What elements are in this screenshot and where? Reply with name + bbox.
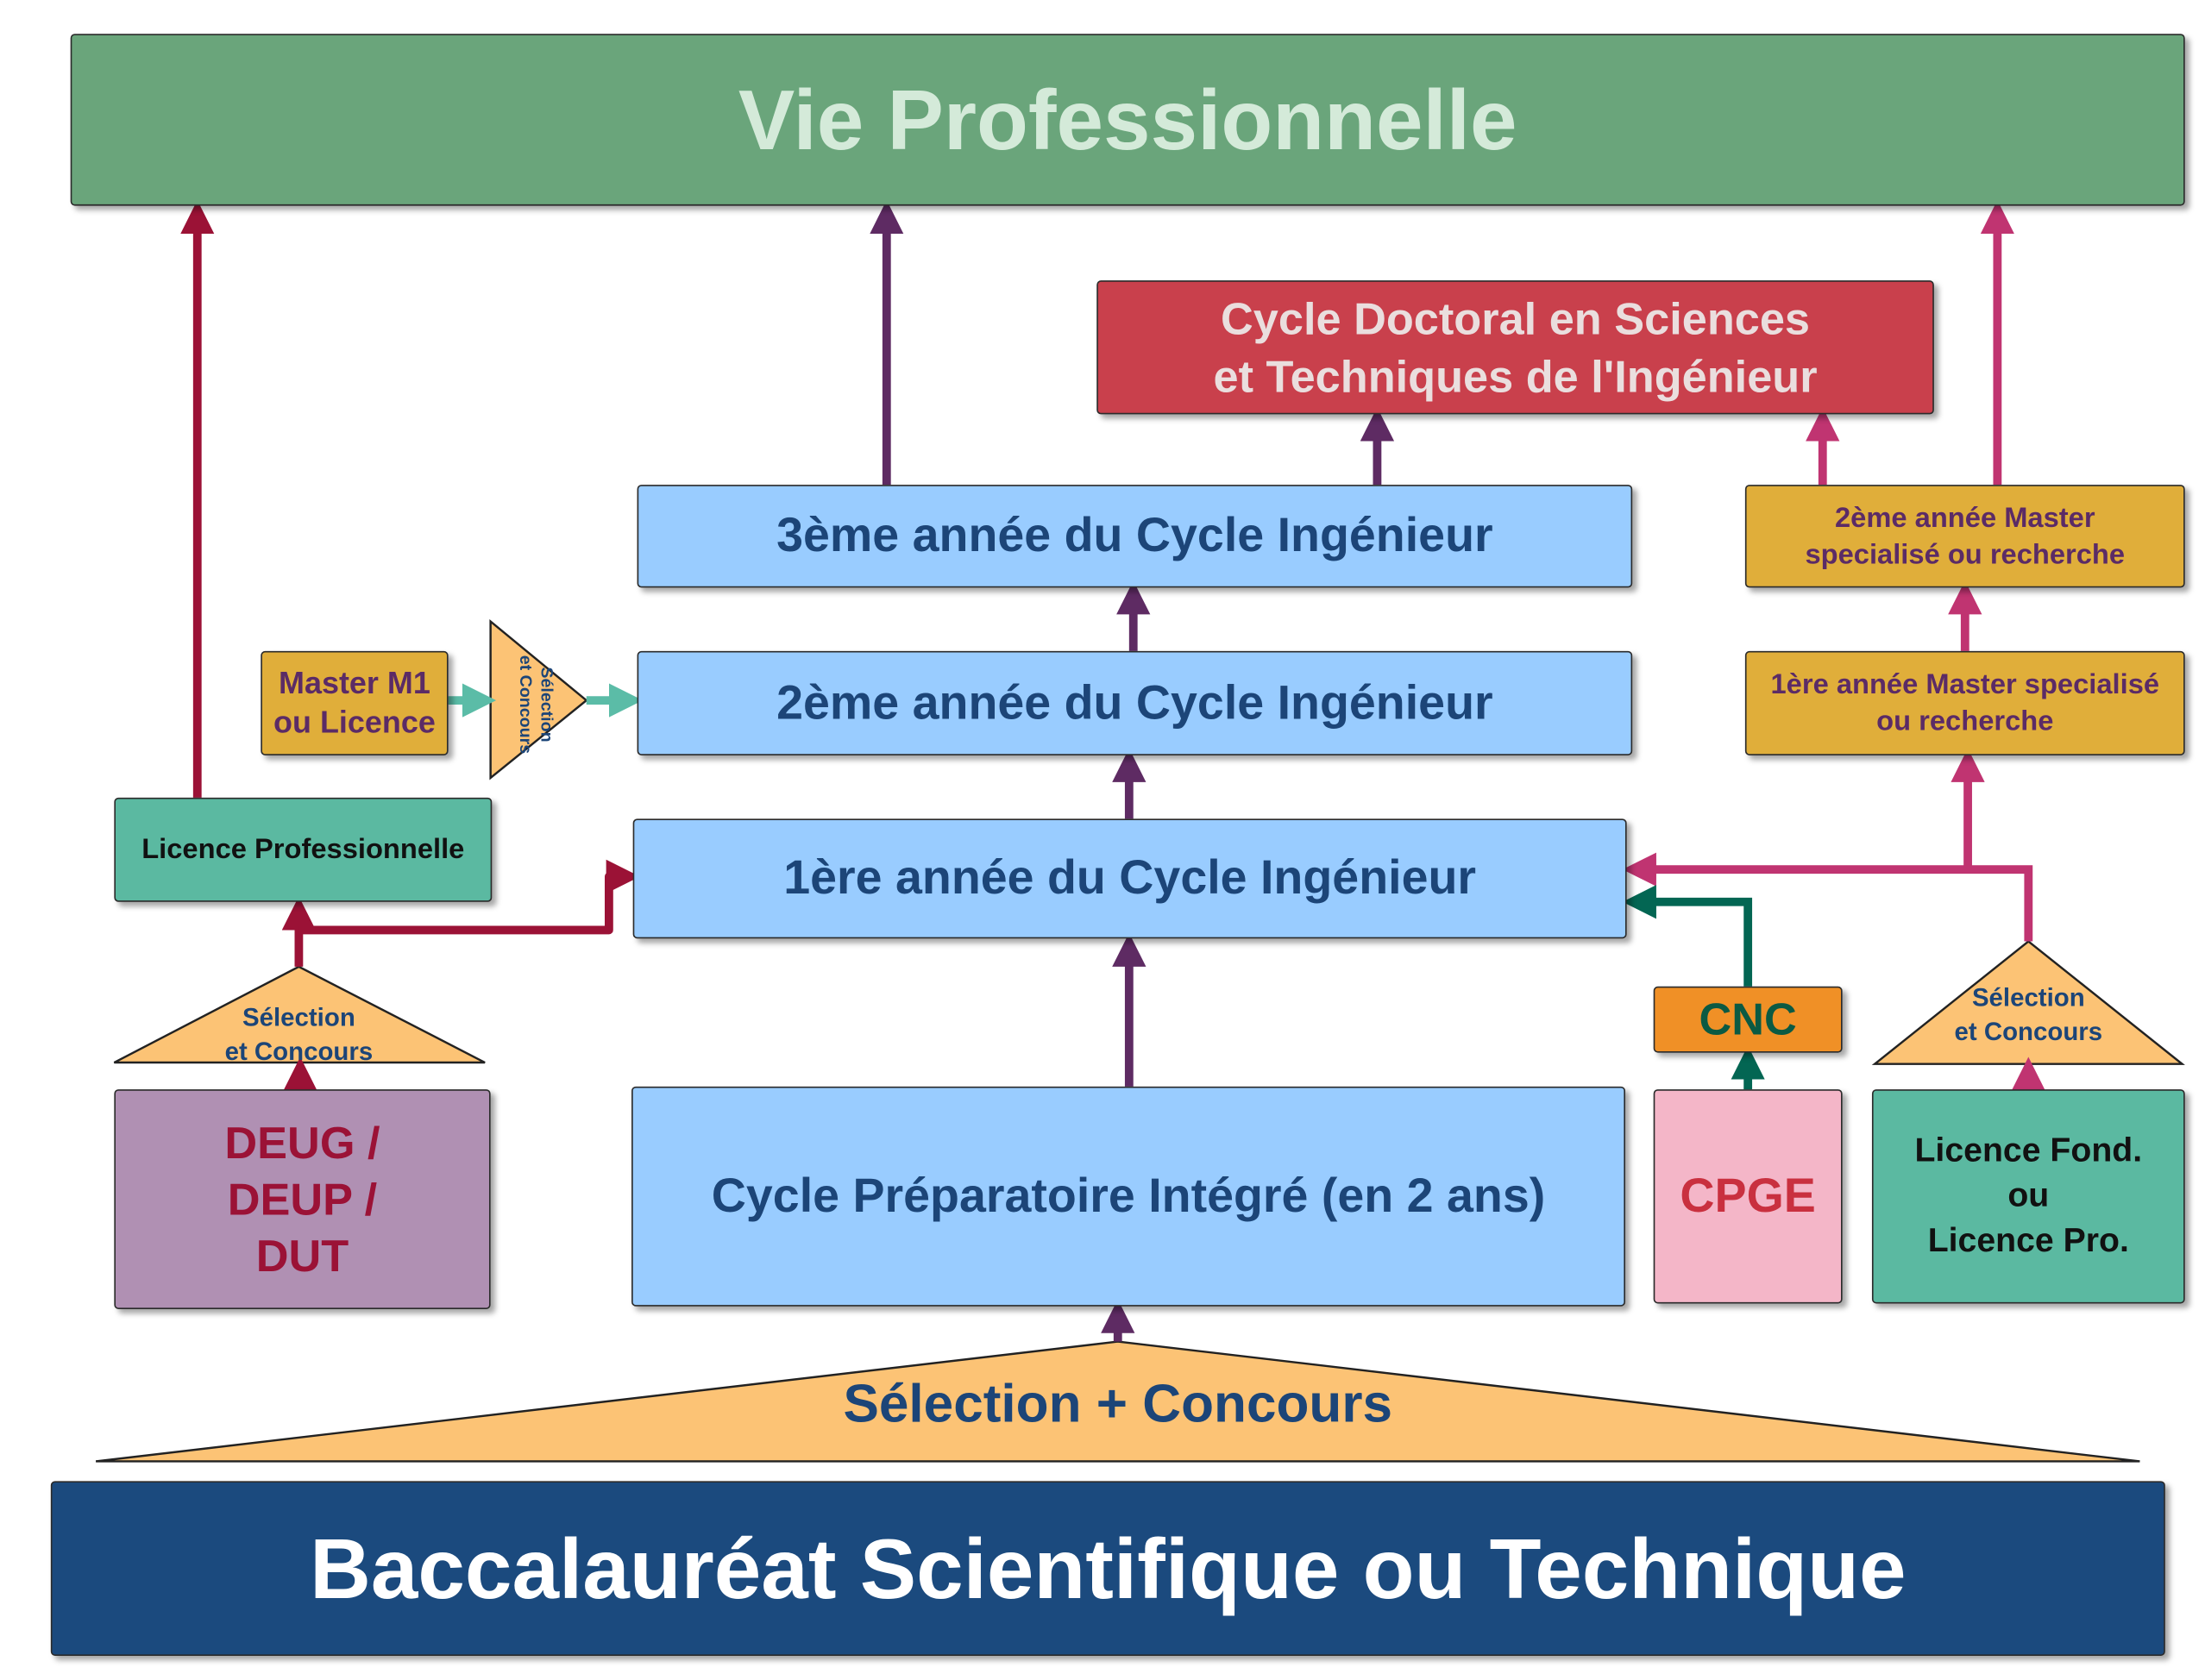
cycle-doctoral-label: Cycle Doctoral en Sciences et Techniques…	[1213, 292, 1818, 401]
master1-label: 1ère année Master specialisé ou recherch…	[1770, 669, 2160, 737]
selection-main-triangle	[95, 1340, 2140, 1463]
deug-label: DEUG / DEUP / DUT	[224, 1117, 380, 1282]
master2-box: 2ème année Master specialisé ou recherch…	[1744, 485, 2185, 588]
cycle2-box: 2ème année du Cycle Ingénieur	[637, 650, 1633, 755]
cnc-box: CNC	[1653, 986, 1843, 1053]
cycle1-label: 1ère année du Cycle Ingénieur	[783, 850, 1477, 906]
vie-professionnelle-label: Vie Professionnelle	[738, 72, 1517, 167]
prepa-box: Cycle Préparatoire Intégré (en 2 ans)	[631, 1086, 1626, 1307]
cpge-box: CPGE	[1653, 1089, 1843, 1304]
deug-box: DEUG / DEUP / DUT	[114, 1089, 491, 1309]
arrow-cnc-to-cycle1	[1622, 885, 1753, 987]
master-m1-label: Master M1 ou Licence	[273, 665, 436, 740]
master1-box: 1ère année Master specialisé ou recherch…	[1744, 650, 2185, 755]
cycle3-box: 3ème année du Cycle Ingénieur	[637, 485, 1633, 588]
selection-left-label: Sélection et Concours	[224, 1003, 374, 1066]
cycle1-box: 1ère année du Cycle Ingénieur	[632, 818, 1627, 939]
selection-rotated-label: Sélection et Concours	[516, 655, 557, 755]
licence-fond-box: Licence Fond. ou Licence Pro.	[1871, 1089, 2185, 1304]
cycle3-label: 3ème année du Cycle Ingénieur	[776, 508, 1493, 562]
arrow-right-selection-to-cycle1	[1622, 852, 2033, 942]
cycle-doctoral-box: Cycle Doctoral en Sciences et Techniques…	[1096, 280, 1934, 415]
baccalaureat-label: Baccalauréat Scientifique ou Technique	[310, 1520, 1907, 1616]
selection-main-label: Sélection + Concours	[843, 1375, 1393, 1435]
cpge-label: CPGE	[1680, 1169, 1816, 1223]
selection-right-label: Sélection et Concours	[1954, 983, 2103, 1046]
master-m1-box: Master M1 ou Licence	[261, 650, 449, 755]
baccalaureat-box: Baccalauréat Scientifique ou Technique	[50, 1481, 2165, 1656]
cycle2-label: 2ème année du Cycle Ingénieur	[776, 675, 1493, 730]
licence-fond-label: Licence Fond. ou Licence Pro.	[1914, 1131, 2143, 1260]
arrow-left-selection-to-cycle1	[298, 859, 640, 935]
licence-professionnelle-box: Licence Professionnelle	[114, 797, 493, 902]
master2-label: 2ème année Master specialisé ou recherch…	[1805, 502, 2126, 570]
cnc-label: CNC	[1699, 993, 1797, 1044]
prepa-label: Cycle Préparatoire Intégré (en 2 ans)	[711, 1169, 1546, 1223]
licence-professionnelle-label: Licence Professionnelle	[141, 833, 465, 865]
vie-professionnelle-box: Vie Professionnelle	[70, 34, 2185, 206]
